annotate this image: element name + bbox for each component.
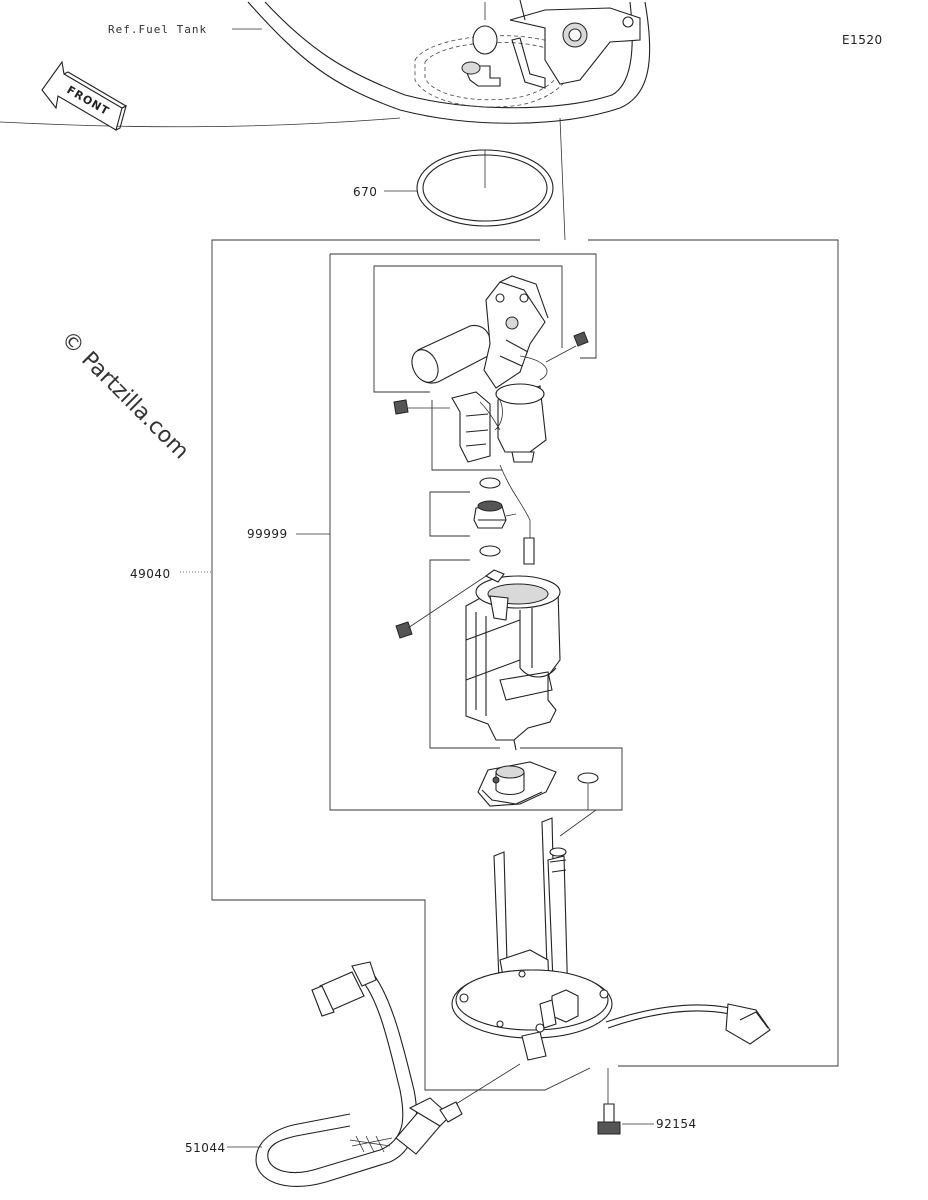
fuel-pump-body-drawing (465, 569, 561, 751)
assembly-frame-99999 (329, 253, 623, 811)
part-label-670: 670 (353, 185, 377, 199)
diagram-code: E1520 (842, 33, 883, 47)
small-o-ring-lower (479, 545, 501, 557)
sub-frame-pump (429, 559, 500, 749)
pump-wire (499, 464, 531, 540)
part-label-92154: 92154 (656, 1117, 697, 1131)
fuel-tank-reference-drawing (0, 0, 651, 128)
partzilla-watermark: © Partzilla.com (56, 327, 194, 465)
bolt-92154-drawing (597, 1068, 621, 1135)
part-label-99999: 99999 (247, 527, 288, 541)
part-label-49040: 49040 (130, 567, 171, 581)
fuel-regulator-drawing (411, 275, 549, 463)
sub-frame-regulator (373, 265, 563, 393)
suction-filter-drawing (477, 761, 557, 807)
assembly-frame-49040 (211, 239, 839, 1091)
screw-upper-right-icon (545, 331, 589, 363)
screw-left-icon (393, 399, 450, 415)
center-line-top (559, 117, 566, 241)
sub-frame-housing (431, 400, 502, 471)
grommet-drawing (577, 772, 599, 784)
fuel-tank-reference-label: Ref.Fuel Tank (108, 23, 207, 36)
fuel-hose-51044-drawing (255, 961, 521, 1187)
grommet-leader (559, 784, 597, 837)
screw-pump-icon (395, 575, 487, 639)
pump-base-plate-drawing (451, 817, 771, 1061)
part-label-51044: 51044 (185, 1141, 226, 1155)
check-valve-drawing (473, 500, 517, 529)
o-ring-670-drawing (416, 149, 554, 227)
front-arrow-icon: FRONT (41, 60, 128, 131)
wire-connector-pin (523, 537, 535, 565)
small-o-ring-upper (479, 477, 501, 489)
sub-frame-valve (429, 491, 470, 537)
